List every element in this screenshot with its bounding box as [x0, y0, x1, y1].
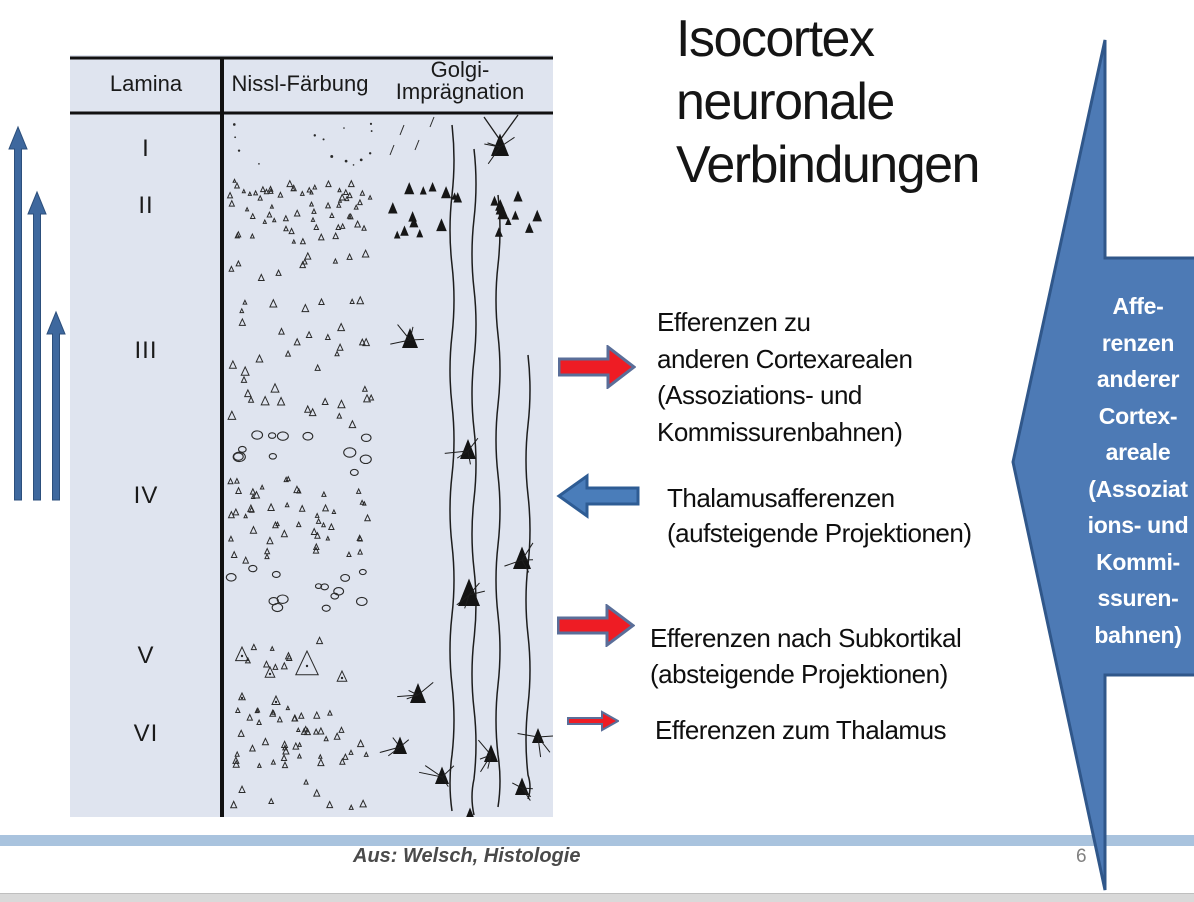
annotation-line: Efferenzen nach Subkortikal [650, 623, 962, 653]
big-arrow-line: (Assoziat [1088, 475, 1188, 502]
slide-title: Isocortex neuronale Verbindungen [676, 8, 1056, 197]
figure-background [70, 55, 553, 817]
annotation-line: (absteigende Projektionen) [650, 658, 948, 689]
big-arrow-line: bahnen) [1094, 621, 1182, 648]
annotation-thalamus-afferences: Thalamusafferenzen (aufsteigende Projekt… [667, 481, 972, 551]
layer-label-IV: IV [134, 482, 159, 509]
histology-figure-graphic: Lamina Nissl-Färbung Golgi- Imprägnation… [70, 55, 553, 817]
big-arrow-line: Kommi- [1096, 548, 1180, 575]
annotation-efferences-cortex: Efferenzen zu anderen Cortexarealen (Ass… [657, 304, 913, 450]
golgi-impregnation-drawing [379, 114, 553, 817]
footer-accent-bar [0, 835, 1194, 846]
annotation-line: Efferenzen zum Thalamus [655, 715, 947, 745]
page-number: 6 [1076, 846, 1087, 867]
annotation-line: (aufsteigende Projektionen) [667, 518, 972, 548]
nissl-staining-drawing [225, 122, 375, 810]
blue-left-arrow-icon [556, 473, 640, 519]
layer-label-I: I [142, 135, 150, 162]
layer-label-V: V [137, 642, 154, 669]
annotation-line: Efferenzen zu [657, 307, 811, 337]
title-line: Isocortex [676, 10, 875, 68]
small-red-right-arrow-icon [567, 710, 619, 732]
big-arrow-label: Affe- renzen anderer Cortex- areale (Ass… [1082, 288, 1194, 653]
layer-label-III: III [134, 337, 157, 364]
title-line: neuronale [676, 73, 895, 131]
red-right-arrow-icon [557, 604, 635, 647]
big-arrow-line: Affe- [1112, 293, 1164, 319]
layer-label-VI: VI [134, 720, 159, 747]
big-arrow-line: anderer [1096, 366, 1180, 392]
red-right-arrow-icon [558, 345, 636, 389]
big-arrow-line: renzen [1101, 329, 1175, 356]
annotation-line: Kommissurenbahnen) [657, 416, 903, 447]
column-header-golgi-line2: Imprägnation [396, 79, 524, 104]
big-arrow-line: ions- und [1087, 512, 1189, 538]
annotation-line: anderen Cortexarealen [657, 343, 913, 374]
layer-label-II: II [138, 192, 153, 219]
column-header-golgi-line1: Golgi- [431, 57, 490, 82]
big-arrow-line: ssuren- [1097, 585, 1179, 611]
annotation-line: (Assoziations- und [657, 380, 862, 410]
big-arrow-line: areale [1105, 439, 1171, 465]
title-line: Verbindungen [676, 136, 980, 194]
cortex-histology-figure: Lamina Nissl-Färbung Golgi- Imprägnation… [70, 55, 553, 817]
big-arrow-line: Cortex- [1098, 402, 1178, 429]
column-header-lamina: Lamina [110, 71, 183, 96]
annotation-line: Thalamusafferenzen [667, 483, 895, 513]
column-header-nissl: Nissl-Färbung [232, 71, 369, 96]
annotation-efferences-subcortical: Efferenzen nach Subkortikal (absteigende… [650, 621, 962, 692]
source-caption: Aus: Welsch, Histologie [353, 845, 581, 867]
bottom-edge-strip [0, 893, 1194, 902]
ascending-projection-arrows-icon [8, 125, 66, 501]
annotation-efferences-thalamus: Efferenzen zum Thalamus [655, 712, 947, 748]
afferences-big-left-arrow-icon [1011, 39, 1194, 891]
